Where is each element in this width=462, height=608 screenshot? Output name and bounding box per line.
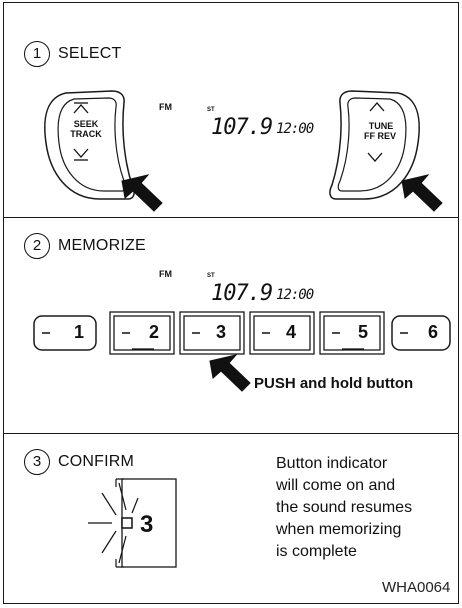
step3-number-circle: 3 <box>24 449 50 475</box>
right-switch-inner <box>337 97 407 192</box>
divider-1 <box>4 217 458 218</box>
step2-title: MEMORIZE <box>58 237 146 254</box>
track-label: TRACK <box>70 129 102 139</box>
seek-up-icon <box>73 104 89 114</box>
step1-number-circle: 1 <box>24 41 50 67</box>
tune-down-icon <box>367 152 383 162</box>
preset-label-1: 1 <box>74 322 85 342</box>
seek-label: SEEK <box>73 119 99 129</box>
preset-button-4[interactable] <box>253 315 311 351</box>
preset-button-6[interactable] <box>391 315 451 351</box>
right-switch-outer <box>329 90 420 200</box>
band-indicator: FM <box>159 102 172 112</box>
preset-buttons-graphics <box>33 311 451 392</box>
preset-label-4: 4 <box>286 322 297 342</box>
confirm-note-line-2: will come on and <box>276 477 396 494</box>
confirm-note-line-4: when memorizing <box>276 521 402 538</box>
tune-up-icon <box>369 102 385 112</box>
stereo-indicator-2: ST <box>207 273 215 279</box>
ff-rev-label: FF REV <box>363 131 396 141</box>
preset-button-3[interactable] <box>183 315 241 351</box>
confirm-note-line-5: is complete <box>276 543 357 560</box>
confirm-note: Button indicator will come on and the so… <box>276 453 456 563</box>
figure-code: WHA0064 <box>382 579 451 596</box>
step1-switch-graphics <box>44 90 443 212</box>
diagram-frame: 1 SELECT SEEK TRACK TUNE FF REV FM ST 10… <box>3 2 459 604</box>
preset-button-1[interactable] <box>33 315 97 351</box>
clock-readout: 12:00 <box>276 121 314 137</box>
press-arrow-right <box>401 174 443 212</box>
confirm-graphics <box>88 478 177 568</box>
preset-label-2: 2 <box>149 322 160 342</box>
stereo-indicator: ST <box>207 107 215 113</box>
confirm-button-label: 3 <box>140 511 154 538</box>
preset-indicator-light <box>121 517 133 529</box>
confirm-note-line-1: Button indicator <box>276 455 388 472</box>
band-indicator-2: FM <box>159 269 172 279</box>
tune-label: TUNE <box>368 121 394 131</box>
step2-number-circle: 2 <box>24 233 50 259</box>
step1-title: SELECT <box>58 45 122 62</box>
step3-title: CONFIRM <box>58 453 135 470</box>
preset-label-3: 3 <box>216 322 227 342</box>
preset-button-5[interactable] <box>323 315 381 351</box>
left-switch-outer <box>44 90 135 200</box>
clock-readout-2: 12:00 <box>276 287 314 303</box>
push-hold-label: PUSH and hold button <box>254 375 414 392</box>
confirm-note-line-3: the sound resumes <box>276 499 413 516</box>
push-arrow <box>209 354 251 392</box>
divider-2 <box>4 433 458 434</box>
preset-label-6: 6 <box>428 322 439 342</box>
preset-button-2[interactable] <box>113 315 171 351</box>
seek-down-icon <box>73 148 89 158</box>
frequency-readout: 107.9 <box>211 115 273 140</box>
press-arrow-left <box>121 174 163 212</box>
preset-label-5: 5 <box>358 322 369 342</box>
frequency-readout-2: 107.9 <box>211 281 273 306</box>
